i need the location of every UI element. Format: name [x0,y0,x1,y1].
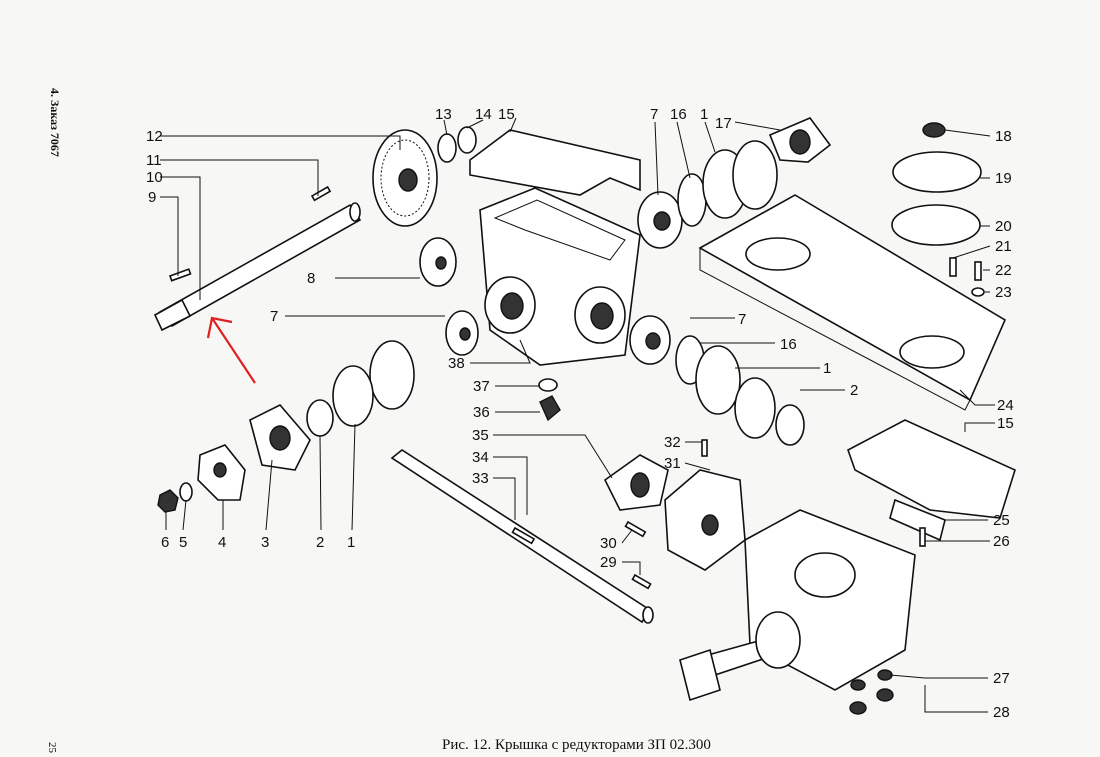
part-number-labels: 12 11 10 9 13 14 15 7 16 1 17 8 7 7 16 1… [146,106,1014,721]
gasket-15-upper [469,129,641,196]
callout-9: 9 [148,189,156,206]
bearing-7-top [637,191,683,249]
callout-29: 29 [600,554,617,571]
seal-2-right [775,404,805,446]
nut-28-b [876,688,894,702]
callout-33: 33 [472,470,489,487]
gasket-15-right [847,419,1016,519]
washer-5 [179,482,193,502]
callout-22: 22 [995,262,1012,279]
seal-1-right [695,345,741,415]
callout-1-left: 1 [347,534,355,551]
bearing-7-left [445,310,479,356]
callout-26: 26 [993,533,1010,550]
callout-10: 10 [146,169,163,186]
callout-28: 28 [993,704,1010,721]
bearing-cap-17 [768,117,832,163]
callout-3: 3 [261,534,269,551]
upper-left-shaft [153,185,362,332]
callout-23: 23 [995,284,1012,301]
callout-15-top: 15 [498,106,515,123]
gear-housing-38 [479,187,641,366]
callout-17: 17 [715,115,732,132]
callout-18: 18 [995,128,1012,145]
callout-24: 24 [997,397,1014,414]
callout-7-top: 7 [650,106,658,123]
seal-1-right-b [734,377,776,439]
callout-25: 25 [993,512,1010,529]
nut-36 [539,395,561,422]
bolt-30 [624,520,647,538]
washer-27 [850,679,866,691]
callout-5: 5 [179,534,187,551]
callout-36: 36 [473,404,490,421]
seal-1-left [369,340,415,410]
callout-21: 21 [995,238,1012,255]
callout-8: 8 [307,270,315,287]
seal-1-top-b [732,140,778,210]
callout-14: 14 [475,106,492,123]
callout-1-top: 1 [700,106,708,123]
callout-31: 31 [664,455,681,472]
frame-24 [698,194,1007,411]
washer-37 [538,378,558,392]
cap-18 [922,122,946,138]
callout-11: 11 [146,152,162,169]
gear-8 [419,237,457,287]
callout-27: 27 [993,670,1010,687]
lower-shaft [390,449,654,624]
bearing-7-right [629,315,671,365]
disc-19 [892,151,982,193]
seal-1-left-b [332,365,374,427]
callout-1-right: 1 [823,360,831,377]
callout-32: 32 [664,434,681,451]
callout-38: 38 [448,355,465,372]
callout-34: 34 [472,449,489,466]
figure-caption: Рис. 12. Крышка с редукторами ЗП 02.300 [442,737,711,753]
bolt-21 [949,257,957,277]
callout-2-left: 2 [316,534,324,551]
bolt-32 [701,439,708,457]
seal-2-left [306,399,334,437]
callout-15-right: 15 [997,415,1014,432]
callout-37: 37 [473,378,490,395]
nut-27 [877,669,893,681]
callout-16-top: 16 [670,106,687,123]
callout-12: 12 [146,128,163,145]
callout-7-left: 7 [270,308,278,325]
callout-20: 20 [995,218,1012,235]
red-arrow-annotation [206,316,256,384]
bevel-gear-12 [372,129,438,227]
ring-16-top [677,173,707,227]
sprocket-4 [197,444,246,501]
bearing-cap-3 [249,404,311,471]
disc-20 [891,204,981,246]
nut-28 [849,701,867,715]
nut-6 [157,489,179,513]
callout-4: 4 [218,534,226,551]
bolt-26 [919,527,926,547]
plate-25 [889,498,946,542]
callout-2-right: 2 [850,382,858,399]
callout-7-right: 7 [738,311,746,328]
callout-19: 19 [995,170,1012,187]
bearing-cap-35 [603,454,669,511]
washer-14 [457,126,477,154]
sprocket-31 [664,469,746,571]
assembled-gearbox [679,509,916,702]
callout-16-right: 16 [780,336,797,353]
callout-13: 13 [435,106,452,123]
washer-23 [971,287,985,297]
callout-30: 30 [600,535,617,552]
callout-6: 6 [161,534,169,551]
leader-lines [160,117,995,713]
callout-35: 35 [472,427,489,444]
washer-13 [437,133,457,163]
bolt-22 [974,261,982,281]
